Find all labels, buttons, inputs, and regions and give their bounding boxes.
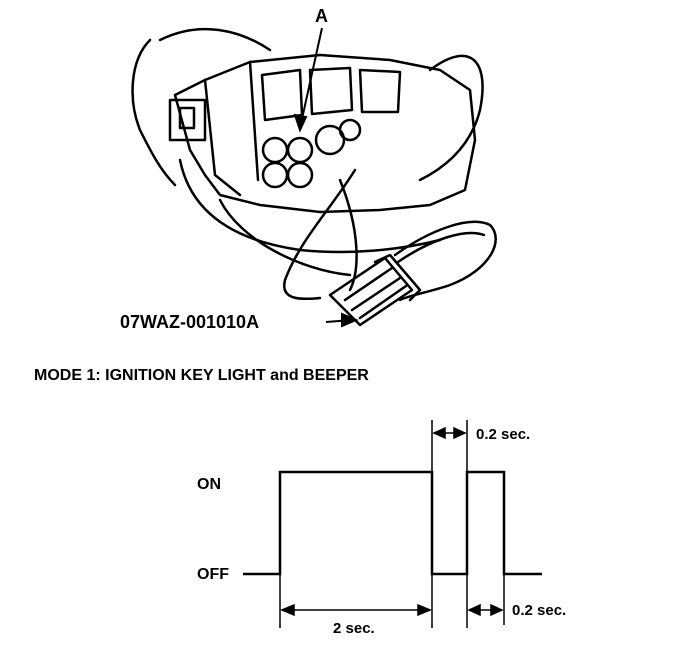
callout-a-label: A bbox=[315, 6, 328, 26]
duration-on-label: 2 sec. bbox=[333, 620, 375, 637]
duration-second-on-label: 0.2 sec. bbox=[512, 602, 567, 619]
mounting-bracket bbox=[168, 98, 207, 142]
state-on-label: ON bbox=[197, 476, 221, 493]
tool-loop bbox=[393, 220, 497, 302]
arm-outline bbox=[131, 38, 177, 187]
duration-gap-label: 0.2 sec. bbox=[476, 426, 531, 443]
harness-wire bbox=[283, 168, 357, 301]
tool-connector bbox=[328, 256, 414, 327]
tool-part-number: 07WAZ-001010A bbox=[120, 312, 260, 332]
state-off-label: OFF bbox=[197, 566, 229, 583]
signal-waveform bbox=[243, 470, 542, 576]
callout-a-leader bbox=[299, 27, 323, 129]
timing-title: MODE 1: IGNITION KEY LIGHT and BEEPER bbox=[34, 367, 369, 384]
fuse-box-outline bbox=[173, 53, 477, 214]
